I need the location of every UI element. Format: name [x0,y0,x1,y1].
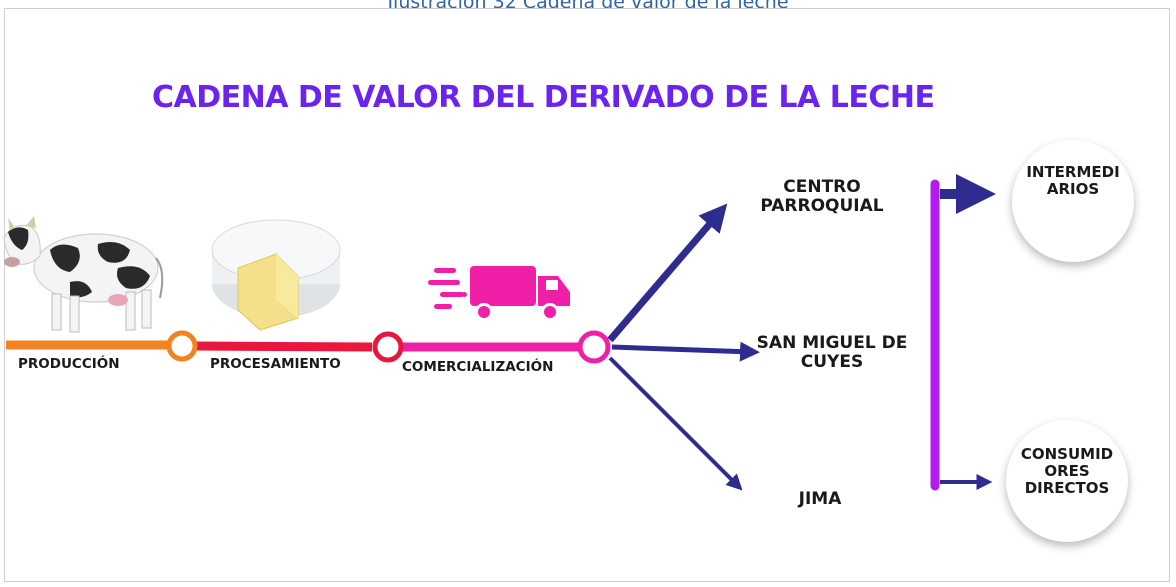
channel-consumidores-directos: CONSUMID ORES DIRECTOS [1020,445,1114,497]
processing-node [372,331,404,363]
consumidores-directos-circle [1006,420,1128,542]
figure-caption: Ilustración 32 Cadena de valor de la lec… [387,0,789,13]
delivery-truck-icon [428,266,570,321]
destination-jima: JIMA [798,489,842,509]
processing-segment [193,341,373,352]
cheese-icon [211,219,341,331]
diagram-frame [4,8,1170,582]
diagram-title: CADENA DE VALOR DEL DERIVADO DE LA LECHE [152,80,935,115]
intermediarios-circle [1012,140,1134,262]
channel-intermediarios: INTERMEDI ARIOS [1026,163,1120,198]
arrow-to-jima [608,356,743,491]
stage-label-procesamiento: PROCESAMIENTO [210,356,341,372]
cow-icon [3,216,164,333]
production-node [166,330,198,362]
arrow-to-centro-parroquial [607,203,728,343]
commercialization-node [577,330,611,364]
stage-label-produccion: PRODUCCIÓN [18,356,120,372]
stage-label-comercializacion: COMERCIALIZACIÓN [402,359,554,375]
destination-centro-parroquial: CENTRO PARROQUIAL [760,177,884,217]
destination-san-miguel-de-cuyes: SAN MIGUEL DE CUYES [756,333,908,373]
arrow-to-san-miguel-de-cuyes [611,341,760,362]
